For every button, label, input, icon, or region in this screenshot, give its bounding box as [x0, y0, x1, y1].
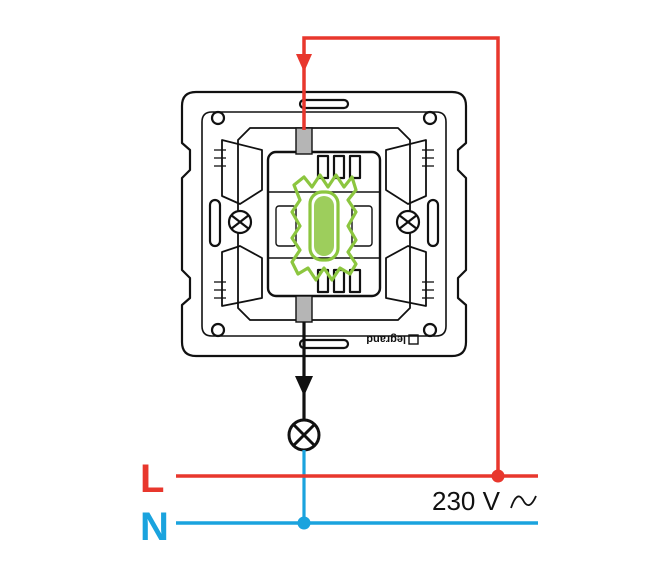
brand-label: legrand — [366, 333, 406, 345]
switch-frame — [180, 90, 468, 358]
rocker-block — [266, 150, 382, 298]
switch-module — [180, 90, 468, 358]
highlight-outline — [290, 173, 358, 282]
supply-voltage-label: 230 V — [432, 486, 501, 516]
mounting-slot — [208, 198, 222, 248]
switch-inner-frame — [201, 111, 447, 337]
screw-left-icon — [227, 209, 253, 235]
left-claw — [221, 139, 263, 205]
screw-right-icon — [395, 209, 421, 235]
claw-hatches — [214, 149, 434, 299]
terminal-bottom-sleeve — [295, 295, 313, 323]
terminal-slot — [348, 268, 362, 294]
lamp-icon — [287, 418, 321, 452]
mounting-slot — [426, 198, 440, 248]
highlight-rocker — [308, 190, 340, 262]
neutral-label: N — [140, 505, 169, 549]
right-claw — [385, 139, 427, 205]
left-claw — [221, 245, 263, 307]
mounting-slot — [298, 338, 350, 350]
mounting-hole — [210, 322, 226, 338]
arrow-down-icon — [295, 376, 313, 396]
right-claw — [385, 245, 427, 307]
contact-pad — [351, 205, 373, 247]
mounting-hole — [210, 110, 226, 126]
live-junction-dot — [491, 469, 505, 483]
live-wire-path — [302, 36, 500, 476]
terminal-slot — [348, 154, 362, 180]
mounting-hole — [422, 110, 438, 126]
mounting-slot — [298, 98, 350, 110]
ac-wave-icon — [510, 495, 537, 509]
highlight-rocker-fill — [314, 196, 334, 256]
live-label: L — [140, 457, 164, 501]
legrand-logo-icon: legrand — [366, 333, 419, 345]
neutral-junction-dot — [297, 516, 311, 530]
arrow-down-icon — [296, 54, 312, 72]
mechanism-body — [237, 127, 411, 321]
mounting-hole — [422, 322, 438, 338]
switch-contact-highlight — [290, 173, 358, 282]
terminal-top-sleeve — [295, 127, 313, 155]
contact-pad — [275, 205, 297, 247]
